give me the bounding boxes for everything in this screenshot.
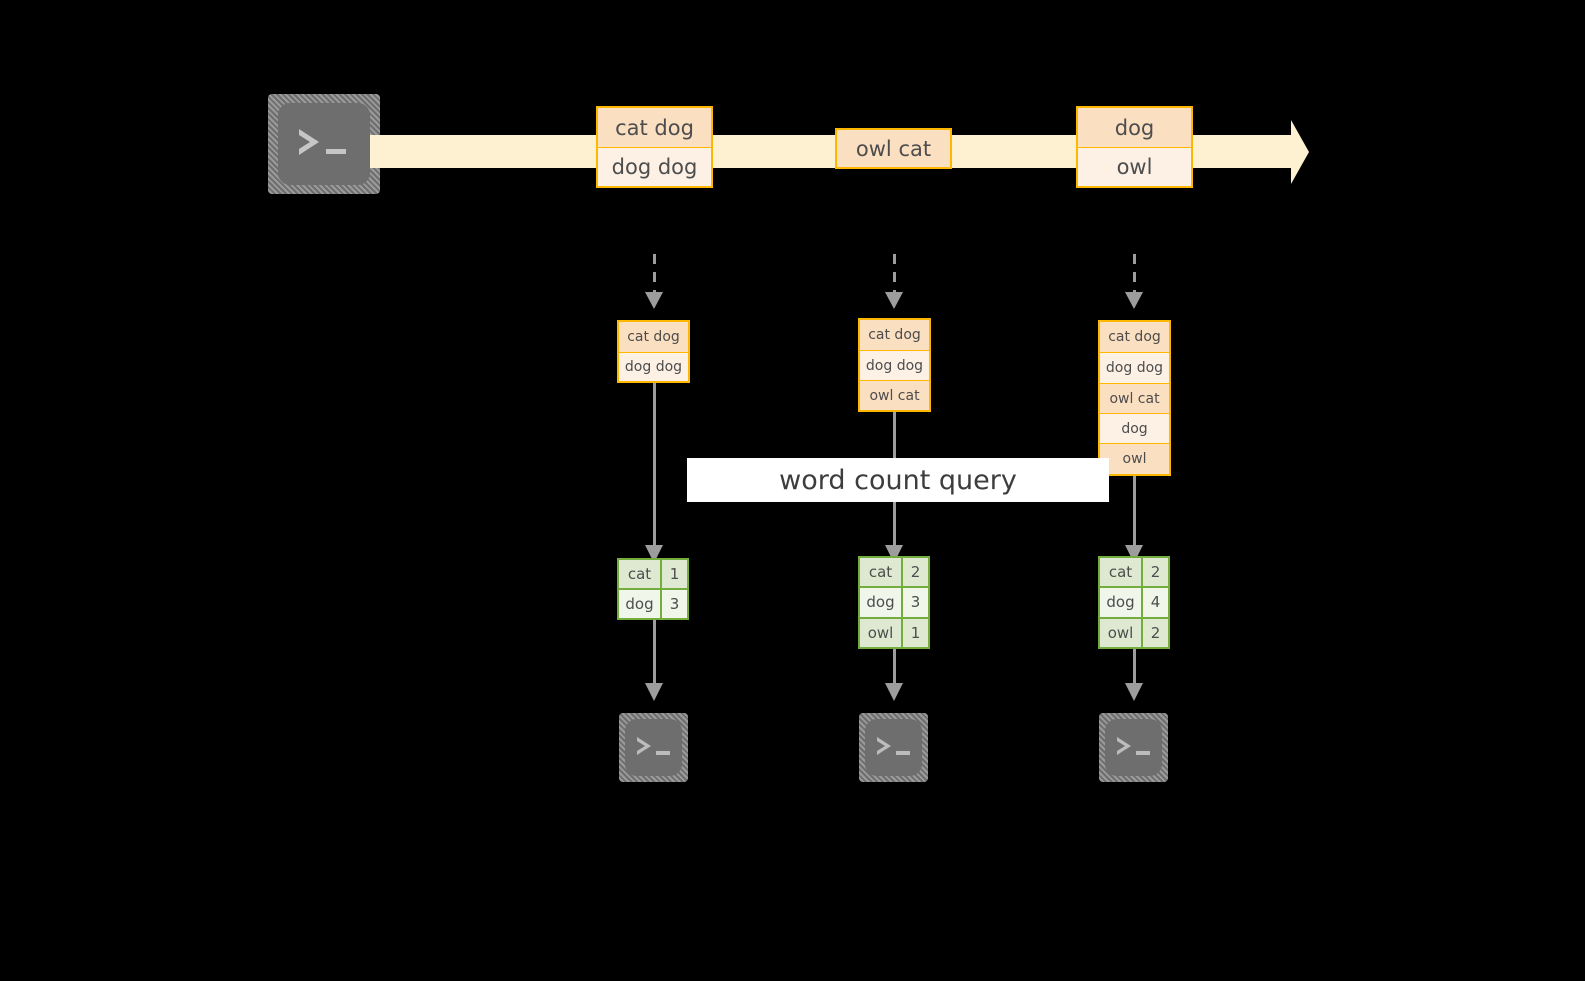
stream-arrow-head — [1291, 120, 1309, 184]
stream-record-line: dog — [1078, 108, 1191, 147]
snapshot-row: owl cat — [1100, 383, 1169, 413]
result-to-sink-arrowhead — [1125, 683, 1143, 701]
stream-record-line: dog dog — [598, 147, 711, 186]
result-row: owl 1 — [860, 616, 928, 647]
snapshot-row: cat dog — [619, 322, 688, 352]
snapshot-row: cat dog — [860, 320, 929, 350]
snapshot-row: dog — [1100, 413, 1169, 443]
stream-record: dog owl — [1076, 106, 1193, 188]
sink-terminal-icon — [619, 713, 688, 782]
result-to-sink-connector — [1133, 649, 1136, 687]
result-row: dog 3 — [619, 588, 687, 618]
source-terminal-icon — [268, 94, 380, 194]
result-count: 1 — [910, 623, 921, 642]
terminal-prompt-glyph — [636, 736, 670, 755]
stream-to-snapshot-arrowhead — [1125, 292, 1143, 309]
result-word: dog — [1100, 588, 1143, 617]
result-count: 2 — [1150, 563, 1161, 582]
snapshot-row: cat dog — [1100, 322, 1169, 352]
result-row: dog 4 — [1100, 586, 1168, 617]
result-to-sink-arrowhead — [885, 683, 903, 701]
terminal-prompt-glyph — [876, 736, 910, 755]
stream-record-line: cat dog — [598, 108, 711, 147]
result-count: 1 — [669, 565, 680, 583]
query-label: word count query — [687, 458, 1109, 502]
stream-record-line: owl — [1078, 147, 1191, 186]
result-to-sink-connector — [893, 649, 896, 687]
result-count: 3 — [910, 593, 921, 612]
terminal-prompt-glyph — [299, 129, 346, 155]
result-word: owl — [1100, 618, 1143, 647]
snapshot-to-result-connector — [653, 383, 656, 549]
result-count: 2 — [1150, 623, 1161, 642]
snapshot-row: dog dog — [1100, 352, 1169, 383]
snapshot-table: cat dog dog dog owl cat dog owl — [1098, 320, 1171, 476]
result-word: cat — [860, 558, 903, 587]
result-to-sink-connector — [653, 620, 656, 687]
stream-to-snapshot-arrowhead — [645, 292, 663, 309]
snapshot-row: owl cat — [860, 380, 929, 410]
stream-to-snapshot-connector — [1133, 254, 1136, 294]
sink-terminal-icon — [859, 713, 928, 782]
result-row: owl 2 — [1100, 616, 1168, 647]
stream-record-line: owl cat — [837, 130, 950, 167]
result-to-sink-arrowhead — [645, 683, 663, 701]
stream-record: cat dog dog dog — [596, 106, 713, 188]
result-word: owl — [860, 618, 903, 647]
terminal-prompt-glyph — [1116, 736, 1150, 755]
snapshot-row: owl — [1100, 443, 1169, 474]
result-count: 4 — [1150, 593, 1161, 612]
stream-record: owl cat — [835, 128, 952, 169]
stream-to-snapshot-arrowhead — [885, 292, 903, 309]
result-count: 3 — [669, 595, 680, 613]
result-word: dog — [860, 588, 903, 617]
result-row: cat 1 — [619, 560, 687, 588]
result-word: dog — [619, 590, 662, 618]
result-table: cat 1 dog 3 — [617, 558, 689, 620]
stream-to-snapshot-connector — [893, 254, 896, 294]
snapshot-table: cat dog dog dog owl cat — [858, 318, 931, 412]
snapshot-table: cat dog dog dog — [617, 320, 690, 383]
result-row: cat 2 — [860, 558, 928, 587]
result-word: cat — [1100, 558, 1143, 587]
result-table: cat 2 dog 4 owl 2 — [1098, 556, 1170, 649]
result-row: cat 2 — [1100, 558, 1168, 587]
stream-to-snapshot-connector — [653, 254, 656, 294]
result-count: 2 — [910, 563, 921, 582]
snapshot-row: dog dog — [619, 352, 688, 381]
snapshot-row: dog dog — [860, 350, 929, 380]
result-table: cat 2 dog 3 owl 1 — [858, 556, 930, 649]
result-row: dog 3 — [860, 586, 928, 617]
sink-terminal-icon — [1099, 713, 1168, 782]
snapshot-to-result-connector — [1133, 476, 1136, 549]
result-word: cat — [619, 560, 662, 588]
